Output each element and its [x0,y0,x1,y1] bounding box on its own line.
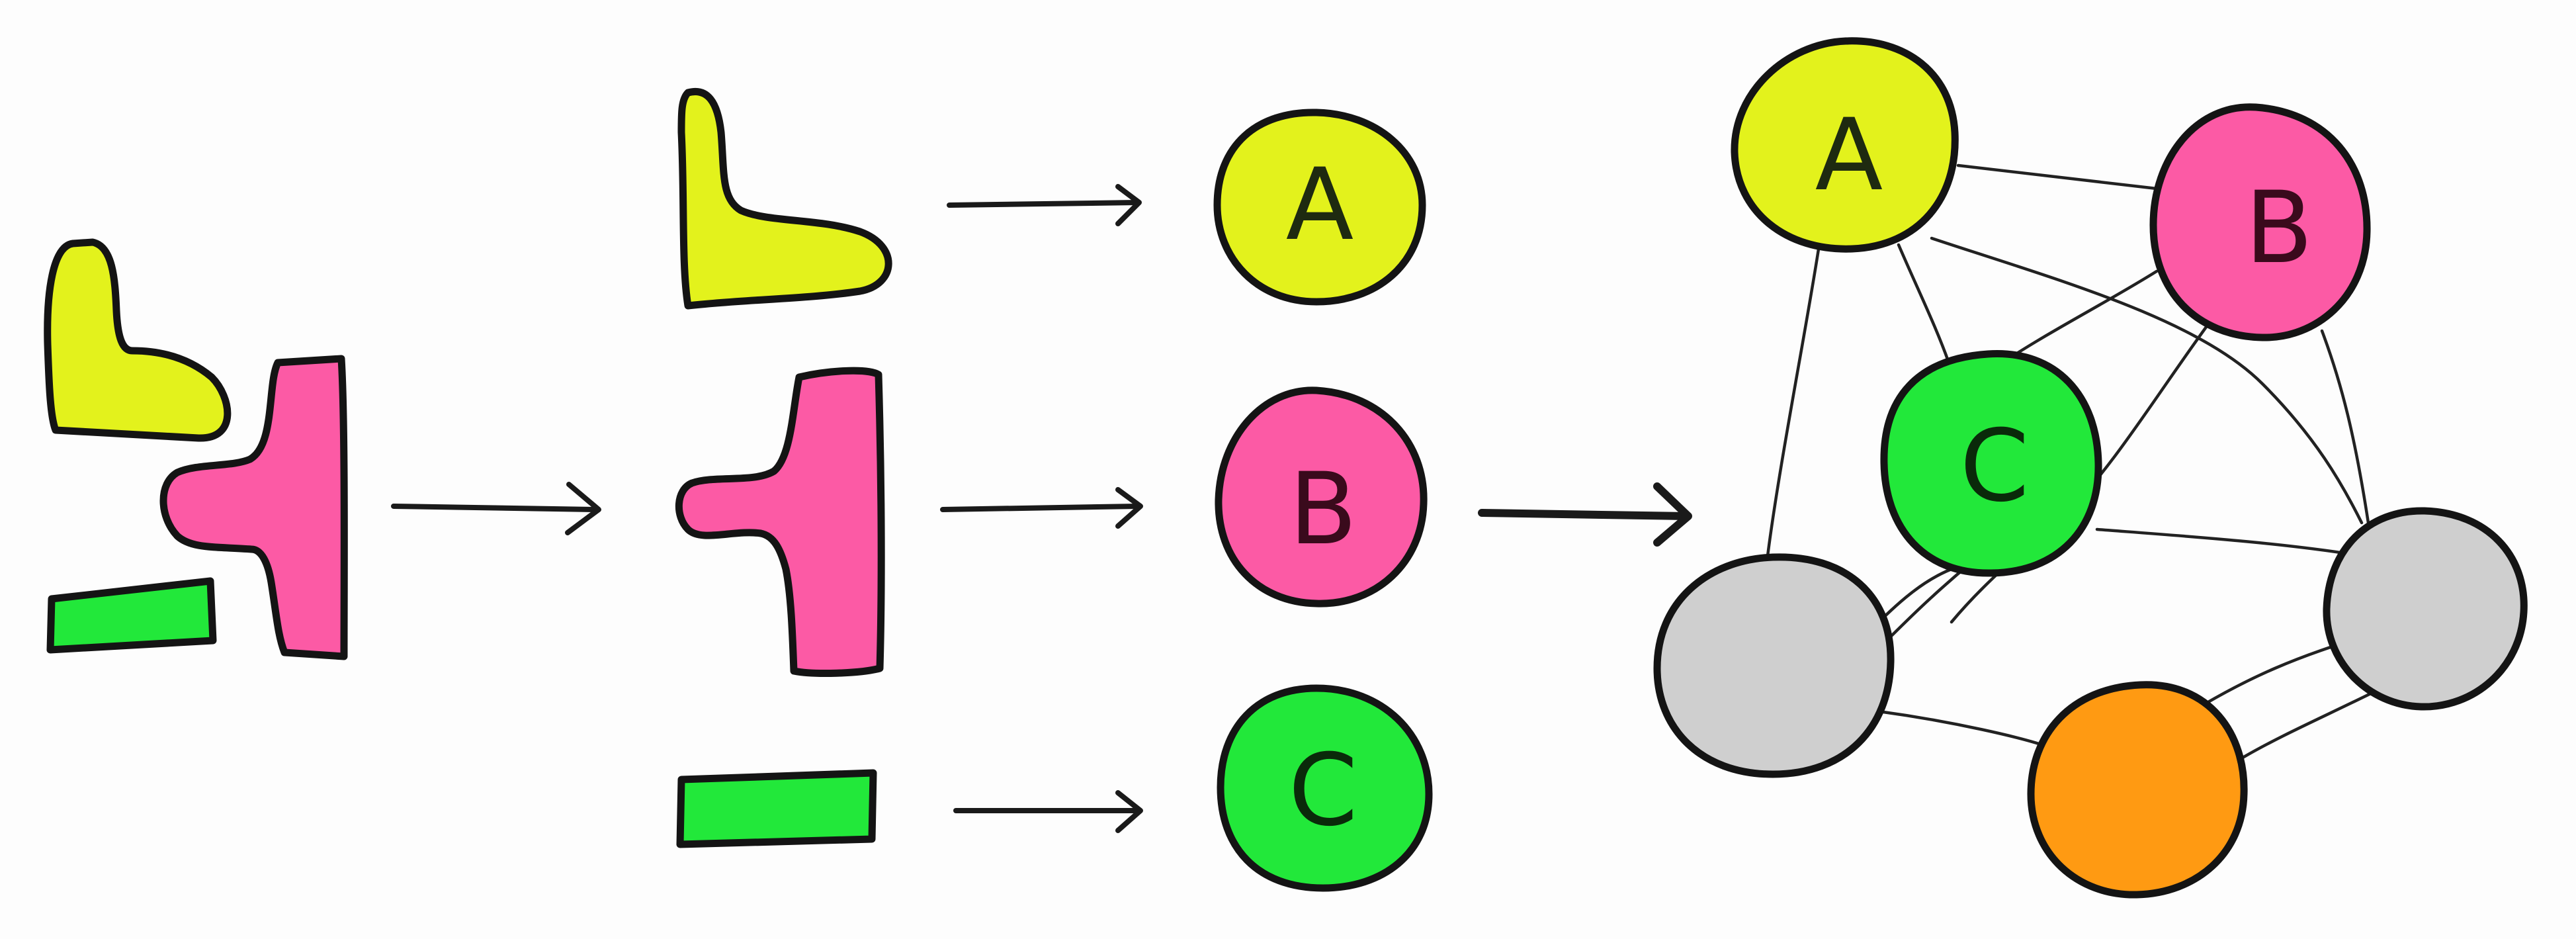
piece-b-assembled [159,355,348,660]
circle-c-label: C [1289,733,1358,848]
labeled-circles: A B C [1213,109,1433,892]
graph-node-b-label: B [2245,171,2313,286]
circle-a: A [1213,109,1426,306]
graph-node-a-label: A [1815,98,1883,213]
arrow-to-separated [391,482,601,535]
graph-node-gray-left [1653,553,1895,778]
piece-a-assembled [44,238,232,442]
graph: A B C [1653,37,2528,899]
assembled-pieces [44,238,348,660]
graph-node-orange [2027,681,2248,899]
graph-node-gray-right [2323,507,2528,711]
circle-b: B [1215,386,1428,607]
graph-node-a: A [1731,37,1959,253]
circle-a-label: A [1286,148,1354,263]
piece-b-separated [675,367,885,677]
arrow-to-graph [1478,482,1692,547]
separated-pieces [675,88,892,848]
graph-node-c-label: C [1960,409,2030,524]
piece-c-separated [676,769,877,848]
graph-node-c: C [1880,350,2102,577]
piece-a-separated [677,88,892,310]
circle-c: C [1217,684,1433,892]
piece-c-assembled [46,577,217,654]
graph-node-b: B [2149,103,2371,341]
circle-b-label: B [1289,452,1357,567]
arrows-to-circles [940,184,1143,833]
